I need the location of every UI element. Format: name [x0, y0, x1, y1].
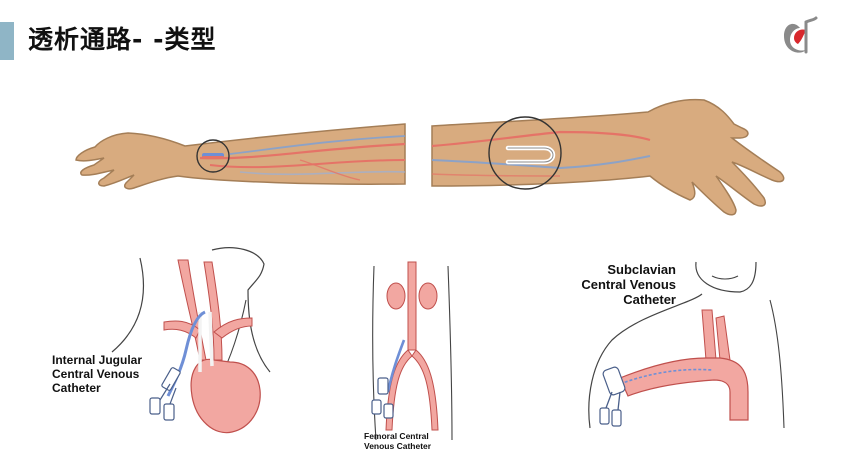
subclavian-label: Subclavian Central Venous Catheter	[581, 262, 676, 307]
femoral-catheter-icon	[371, 261, 453, 441]
hospital-logo-icon	[784, 16, 818, 54]
subclavian-catheter-icon	[588, 261, 785, 429]
arteriovenous-graft-arm-icon	[431, 98, 785, 216]
internal-jugular-catheter-icon	[111, 247, 271, 434]
slide-title: 透析通路- -类型	[28, 25, 217, 54]
femoral-label: Femoral Central Venous Catheter	[364, 431, 432, 451]
title-accent-bar	[0, 22, 14, 60]
arteriovenous-fistula-arm-icon	[75, 123, 406, 190]
internal-jugular-label: Internal Jugular Central Venous Catheter	[52, 353, 143, 395]
